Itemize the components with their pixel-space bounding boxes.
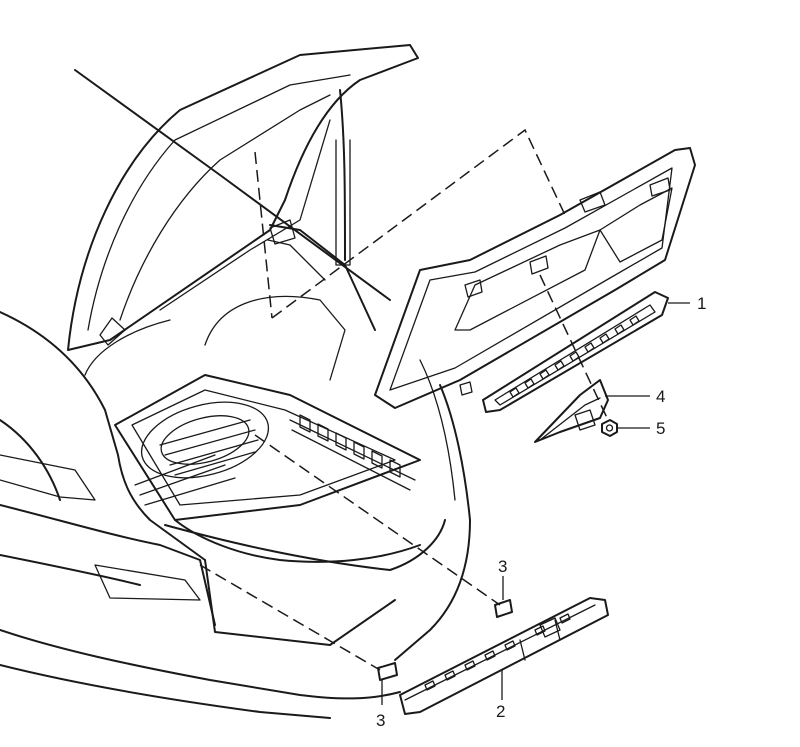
callout-1: 1	[697, 294, 706, 313]
car-body	[0, 311, 471, 719]
tailgate-trim-panel	[374, 147, 696, 409]
trunk-floor	[84, 295, 421, 563]
roof-line	[74, 69, 391, 301]
callout-3-lower: 3	[376, 711, 385, 730]
callout-3-upper: 3	[498, 557, 507, 576]
trim-strip-part-1	[482, 291, 669, 413]
clip-part-3-upper	[494, 599, 513, 618]
nut-part-5	[601, 419, 618, 437]
assembly-lines	[199, 128, 609, 671]
callout-5: 5	[656, 419, 665, 438]
callout-4: 4	[656, 387, 665, 406]
bracket-part-4	[534, 379, 609, 443]
leader-lines	[381, 302, 690, 705]
trim-strip-part-2	[399, 597, 609, 715]
callout-2: 2	[496, 702, 505, 721]
clip-part-3-lower	[377, 662, 398, 681]
